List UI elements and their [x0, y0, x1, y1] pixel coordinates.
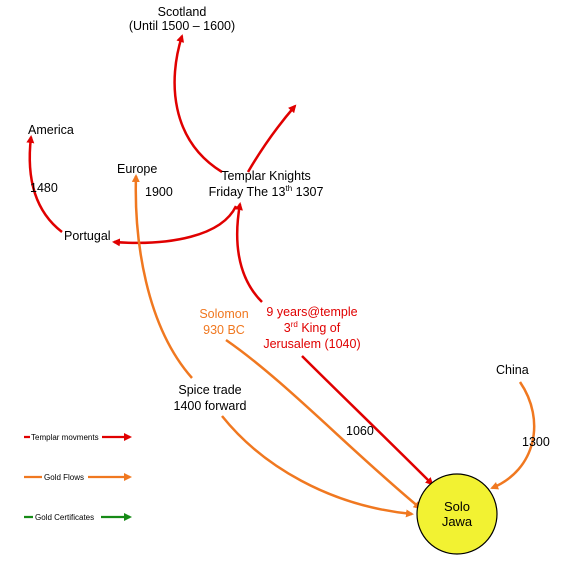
spice-period-label: 1400 forward: [174, 399, 247, 413]
arrow-china-to-solo: [490, 381, 536, 490]
temple-line2-sup: rd: [291, 320, 298, 329]
solo-label-line1: Solo: [444, 499, 470, 514]
year-1480-label: 1480: [30, 181, 58, 195]
arrow-templar-to-portugal: [112, 205, 238, 247]
arrow-temple-to-templar: [235, 202, 263, 303]
europe-label: Europe: [117, 162, 157, 176]
arrow-portugal-to-america: [26, 135, 63, 233]
year-1060-label: 1060: [346, 424, 374, 438]
spice-trade-label: Spice trade: [178, 383, 241, 397]
arrow-jerusalem-to-solo: [301, 355, 434, 486]
templar-date-label: Friday The 13th 1307: [209, 184, 324, 199]
templar-date-post: 1307: [292, 185, 323, 199]
year-1300-label: 1300: [522, 435, 550, 449]
temple-line3-label: Jerusalem (1040): [263, 337, 360, 351]
solo-label-line2: Jawa: [442, 514, 473, 529]
legend-gold-label: Gold Flows: [44, 473, 84, 482]
america-label: America: [28, 123, 74, 137]
portugal-label: Portugal: [64, 229, 111, 243]
legend-templar-label: Templar movments: [31, 433, 99, 442]
solo-jawa-node: [416, 473, 498, 555]
temple-line2-post: King of: [298, 321, 341, 335]
scotland-period-label: (Until 1500 – 1600): [129, 19, 235, 33]
legend-certificates-label: Gold Certificates: [35, 513, 94, 522]
temple-line2-label: 3rd King of: [284, 320, 341, 335]
year-1900-label: 1900: [145, 185, 173, 199]
arrow-templar-to-scotland: [173, 34, 223, 174]
arrow-spice-to-europe: [131, 174, 193, 379]
arrow-solomon-to-solo: [225, 338, 422, 510]
scotland-label: Scotland: [158, 5, 207, 19]
solomon-label: Solomon: [199, 307, 248, 321]
legend: Templar movments Gold Flows Gold Certifi…: [24, 432, 132, 522]
temple-line1-label: 9 years@temple: [266, 305, 357, 319]
arrow-spice-to-solo: [221, 415, 414, 518]
arrow-templar-to-northeast: [246, 104, 297, 173]
china-label: China: [496, 363, 529, 377]
solomon-date-label: 930 BC: [203, 323, 245, 337]
templar-date-sup: th: [285, 184, 292, 193]
templar-date-pre: Friday The 13: [209, 185, 286, 199]
temple-line2-num: 3: [284, 321, 291, 335]
templar-knights-label: Templar Knights: [221, 169, 311, 183]
